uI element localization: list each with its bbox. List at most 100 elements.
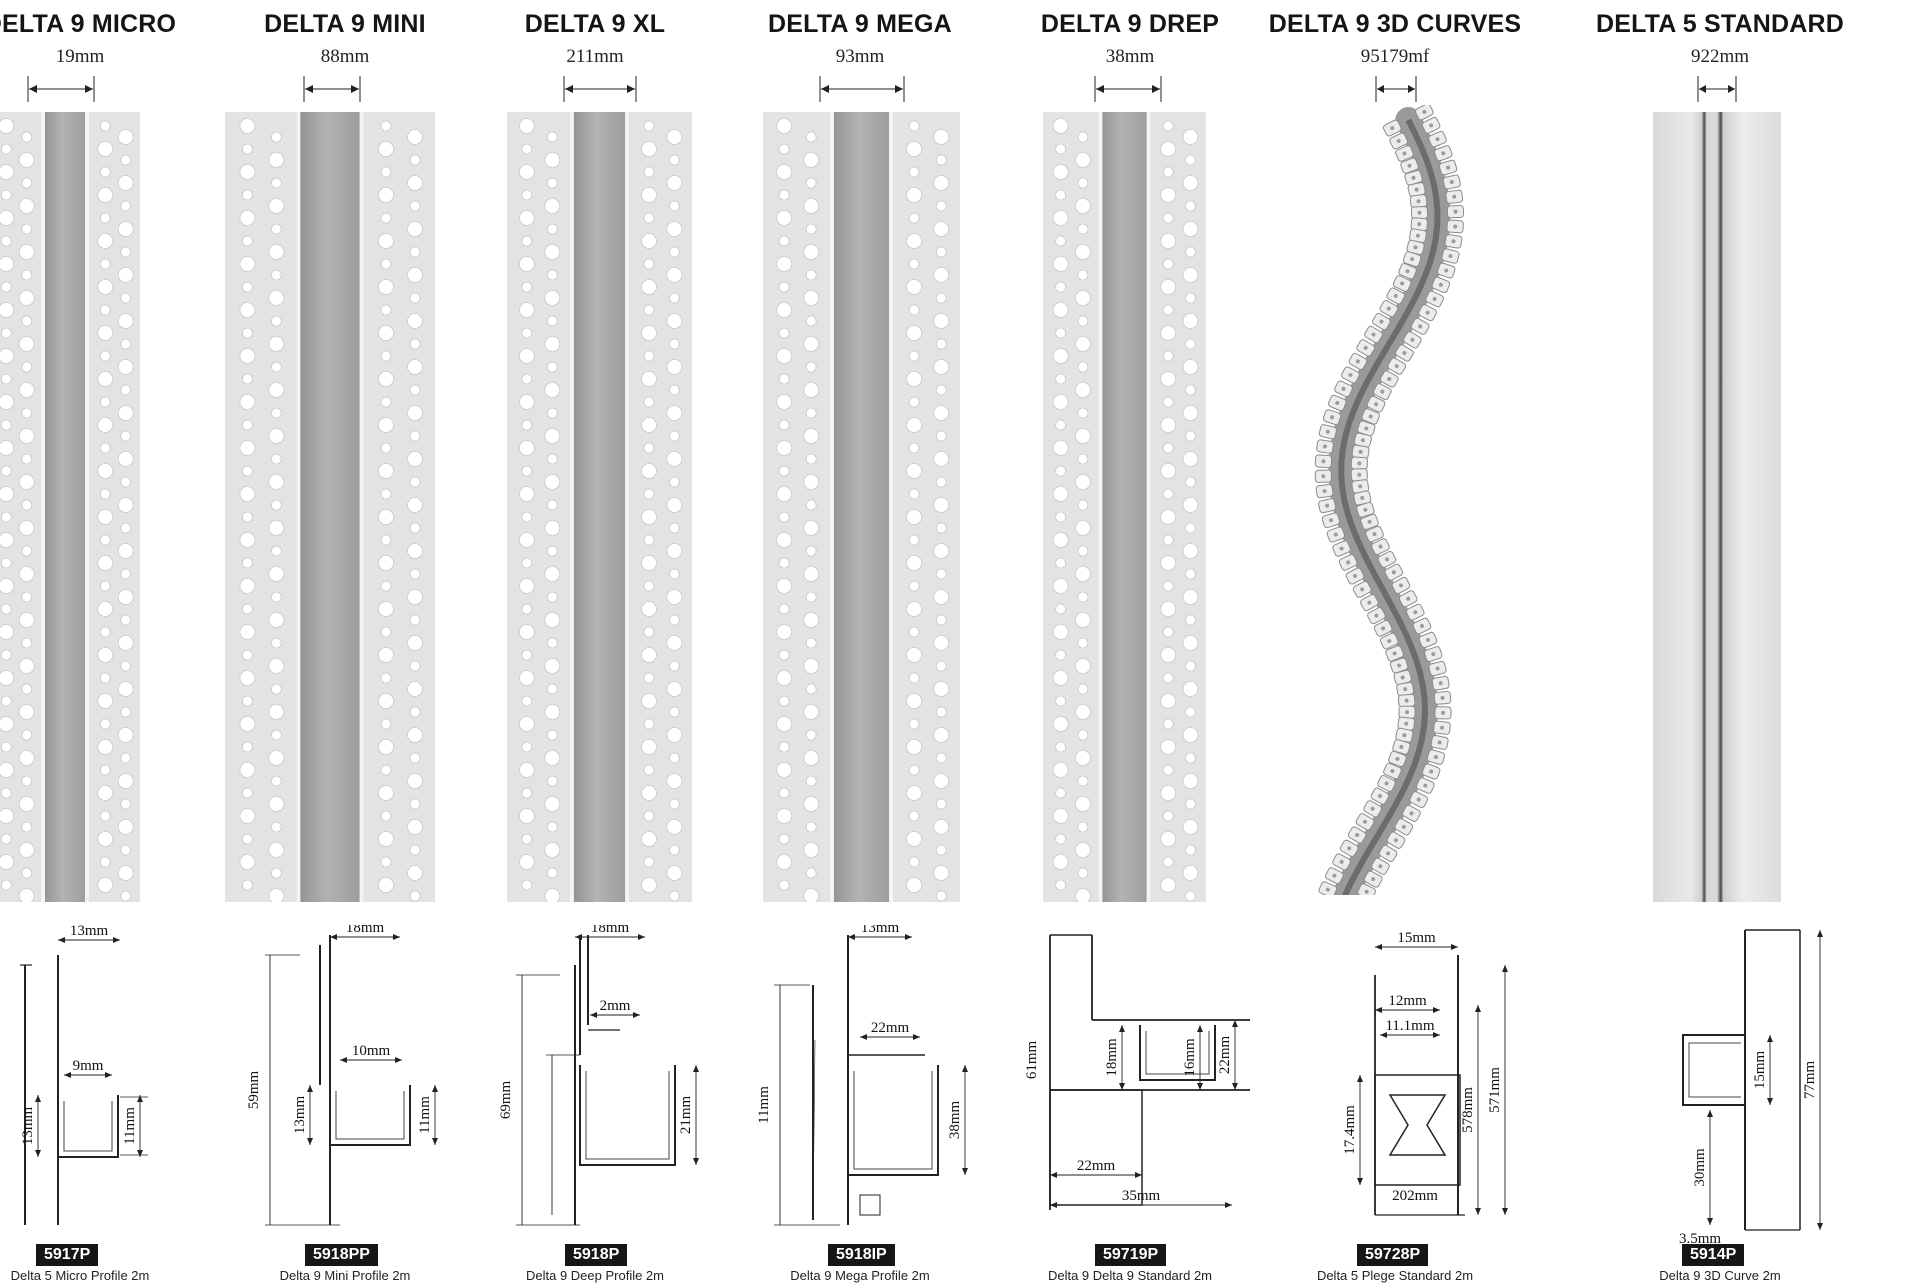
photo-shape: [98, 602, 113, 617]
photo-shape: [1075, 383, 1090, 398]
photo-shape: [806, 454, 816, 464]
photo-shape: [804, 429, 819, 444]
photo-shape: [1075, 889, 1090, 903]
photo-shape: [1053, 211, 1068, 226]
photo-shape: [0, 809, 14, 824]
photo-shape: [22, 454, 32, 464]
photo-shape: [1183, 774, 1198, 789]
photo-shape: [1161, 602, 1176, 617]
photo-shape: [1075, 751, 1090, 766]
photo-shape: [644, 811, 654, 821]
photo-shape: [1183, 820, 1198, 835]
photo-shape: [570, 112, 574, 902]
photo-shape: [121, 569, 131, 579]
photo-shape: [408, 176, 423, 191]
drawing-line: [1689, 1043, 1741, 1097]
photo-shape: [777, 395, 792, 410]
photo-shape: [777, 165, 792, 180]
photo-shape: [410, 891, 420, 901]
photo-shape: [907, 142, 922, 157]
photo-shape: [1056, 282, 1066, 292]
photo-shape: [519, 349, 534, 364]
photo-shape: [779, 604, 789, 614]
photo-shape: [1161, 418, 1176, 433]
photo-shape: [1053, 625, 1068, 640]
photo-shape: [410, 661, 420, 671]
photo-shape: [118, 222, 133, 237]
photo-shape: [641, 234, 656, 249]
photo-shape: [242, 558, 252, 568]
photo-shape: [644, 259, 654, 269]
photo-shape: [19, 475, 34, 490]
photo-shape: [806, 316, 816, 326]
photo-shape: [1161, 556, 1176, 571]
photo-shape: [1078, 684, 1088, 694]
photo-shape: [936, 339, 946, 349]
photo-shape: [669, 799, 679, 809]
photo-shape: [804, 751, 819, 766]
photo-shape: [777, 303, 792, 318]
photo-shape: [907, 234, 922, 249]
photo-shape: [0, 763, 14, 778]
product-description: Delta 9 Mini Profile 2m: [220, 1268, 470, 1283]
photo-shape: [98, 188, 113, 203]
photo-shape: [0, 112, 41, 902]
photo-shape: [1056, 834, 1066, 844]
photo-shape: [121, 891, 131, 901]
photo-shape: [121, 845, 131, 855]
drawing-line: [586, 1071, 669, 1159]
photo-shape: [667, 636, 682, 651]
photo-shape: [934, 498, 949, 513]
photo-shape: [379, 878, 394, 893]
photo-shape: [779, 282, 789, 292]
photo-shape: [381, 443, 391, 453]
photo-shape: [98, 234, 113, 249]
photo-shape: [1163, 259, 1173, 269]
photo-shape: [934, 544, 949, 559]
photo-shape: [667, 866, 682, 881]
photo-shape: [0, 671, 14, 686]
photo-shape: [1163, 581, 1173, 591]
photo-shape: [1163, 443, 1173, 453]
photo-shape: [22, 776, 32, 786]
photo-shape: [1183, 222, 1198, 237]
photo-shape: [1056, 650, 1066, 660]
photo-shape: [1161, 464, 1176, 479]
photo-shape: [100, 765, 110, 775]
photo-shape: [1163, 719, 1173, 729]
photo-shape: [644, 581, 654, 591]
photo-shape: [410, 569, 420, 579]
photo-shape: [667, 130, 682, 145]
photo-shape: [644, 167, 654, 177]
photo-shape: [1185, 385, 1195, 395]
photo-shape: [909, 673, 919, 683]
photo-shape: [240, 763, 255, 778]
photo-shape: [667, 498, 682, 513]
photo-shape: [408, 268, 423, 283]
dimension-label: 22mm: [1077, 1158, 1116, 1174]
photo-shape: [547, 638, 557, 648]
drawing-line: [848, 1065, 938, 1175]
photo-shape: [804, 567, 819, 582]
photo-shape: [1183, 590, 1198, 605]
photo-shape: [19, 889, 34, 903]
photo-shape: [907, 694, 922, 709]
photo-shape: [934, 866, 949, 881]
dimension-label: 578mm: [1460, 1087, 1476, 1133]
photo-shape: [522, 466, 532, 476]
photo-shape: [522, 144, 532, 154]
photo-shape: [1, 742, 11, 752]
photo-shape: [779, 696, 789, 706]
photo-shape: [644, 305, 654, 315]
photo-shape: [240, 533, 255, 548]
photo-shape: [1163, 397, 1173, 407]
photo-shape: [779, 512, 789, 522]
product-description: Delta 5 Plege Standard 2m: [1260, 1268, 1530, 1283]
photo-shape: [545, 705, 560, 720]
photo-shape: [1183, 498, 1198, 513]
photo-shape: [1075, 521, 1090, 536]
photo-shape: [118, 544, 133, 559]
photo-shape: [1053, 395, 1068, 410]
photo-shape: [1185, 523, 1195, 533]
